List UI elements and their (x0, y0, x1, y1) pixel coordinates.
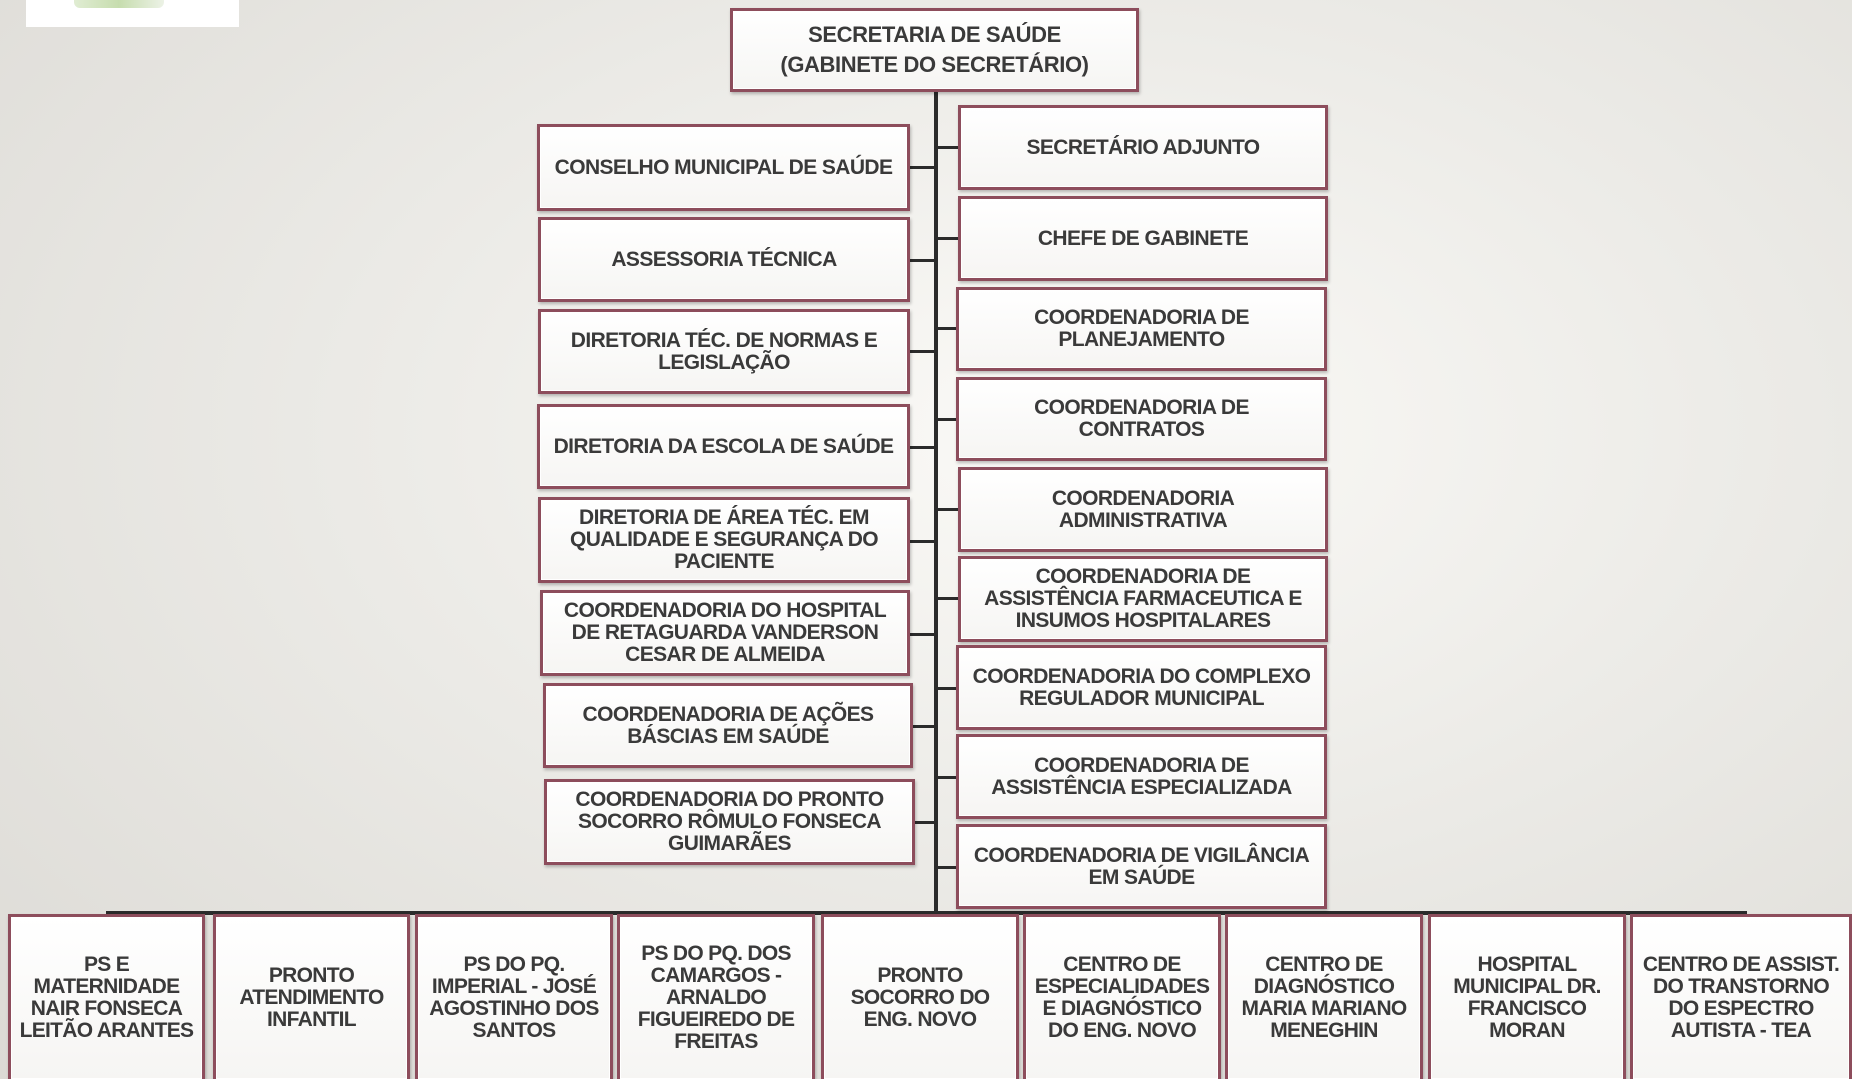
bottom-node: HOSPITAL MUNICIPAL DR. FRANCISCO MORAN (1428, 914, 1626, 1079)
right-node: COORDENADORIA DO COMPLEXO REGULADOR MUNI… (956, 645, 1327, 730)
bottom-bus-line (106, 911, 1747, 915)
left-node: COORDENADORIA DO PRONTO SOCORRO RÔMULO F… (544, 779, 915, 865)
logo (26, 0, 239, 27)
right-node: COORDENADORIA DE PLANEJAMENTO (956, 287, 1327, 371)
right-node: COORDENADORIA DE VIGILÂNCIA EM SAÚDE (956, 824, 1327, 909)
left-branch-line (908, 259, 936, 262)
bottom-node: PS DO PQ. IMPERIAL - JOSÉ AGOSTINHO DOS … (415, 914, 613, 1079)
right-branch-line (936, 597, 960, 600)
left-branch-line (908, 540, 936, 543)
right-branch-line (936, 327, 958, 330)
left-node: ASSESSORIA TÉCNICA (538, 217, 910, 302)
right-branch-line (936, 508, 960, 511)
left-branch-line (908, 446, 936, 449)
left-branch-line (908, 350, 936, 353)
left-node: DIRETORIA DE ÁREA TÉC. EM QUALIDADE E SE… (538, 497, 910, 583)
right-branch-line (936, 776, 958, 779)
bottom-node: PS E MATERNIDADE NAIR FONSECA LEITÃO ARA… (8, 914, 205, 1079)
right-branch-line (936, 146, 960, 149)
logo-mark (74, 0, 164, 8)
bottom-node: CENTRO DE ESPECIALIDADES E DIAGNÓSTICO D… (1023, 914, 1221, 1079)
left-node: COORDENADORIA DO HOSPITAL DE RETAGUARDA … (540, 590, 910, 676)
bottom-node: PRONTO SOCORRO DO ENG. NOVO (821, 914, 1019, 1079)
right-node: COORDENADORIA DE ASSISTÊNCIA ESPECIALIZA… (956, 734, 1327, 819)
left-node: COORDENADORIA DE AÇÕES BÁSCIAS EM SAÚDE (543, 683, 913, 768)
right-branch-line (936, 687, 958, 690)
left-branch-line (913, 821, 936, 824)
right-branch-line (936, 866, 958, 869)
left-node: CONSELHO MUNICIPAL DE SAÚDE (537, 124, 910, 211)
left-node: DIRETORIA TÉC. DE NORMAS E LEGISLAÇÃO (538, 309, 910, 394)
left-node: DIRETORIA DA ESCOLA DE SAÚDE (537, 404, 910, 489)
right-node: COORDENADORIA DE ASSISTÊNCIA FARMACEUTIC… (958, 556, 1328, 642)
right-node: COORDENADORIA DE CONTRATOS (956, 377, 1327, 461)
top-node: SECRETARIA DE SAÚDE (GABINETE DO SECRETÁ… (730, 8, 1139, 92)
left-branch-line (911, 725, 936, 728)
right-branch-line (936, 418, 958, 421)
trunk-line (934, 90, 938, 913)
bottom-node: CENTRO DE DIAGNÓSTICO MARIA MARIANO MENE… (1225, 914, 1423, 1079)
right-node: SECRETÁRIO ADJUNTO (958, 105, 1328, 190)
bottom-node: PRONTO ATENDIMENTO INFANTIL (213, 914, 410, 1079)
bottom-node: PS DO PQ. DOS CAMARGOS - ARNALDO FIGUEIR… (617, 914, 815, 1079)
right-node: COORDENADORIA ADMINISTRATIVA (958, 467, 1328, 552)
left-branch-line (908, 166, 936, 169)
left-branch-line (908, 633, 936, 636)
right-branch-line (936, 237, 960, 240)
right-node: CHEFE DE GABINETE (958, 196, 1328, 281)
bottom-node: CENTRO DE ASSIST. DO TRANSTORNO DO ESPEC… (1630, 914, 1852, 1079)
